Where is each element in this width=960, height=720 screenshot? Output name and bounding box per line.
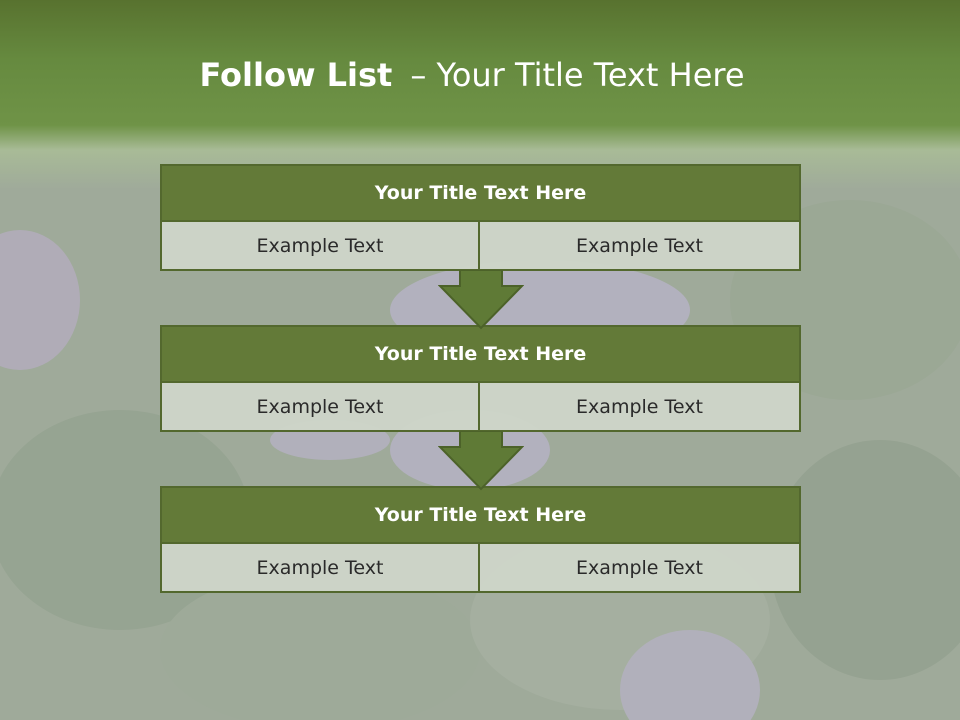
step-cell-right: Example Text [480, 544, 801, 593]
down-arrow-icon [438, 431, 524, 491]
step-title: Your Title Text Here [160, 164, 801, 222]
down-arrow-icon [438, 270, 524, 330]
step-cell-left: Example Text [160, 383, 480, 432]
step-cell-right: Example Text [480, 222, 801, 271]
slide-title: Follow List – Your Title Text Here [0, 55, 944, 95]
title-band [0, 0, 960, 190]
slide-title-bold: Follow List [199, 56, 393, 94]
step-cell-left: Example Text [160, 544, 480, 593]
step-block-1: Your Title Text Here Example Text Exampl… [160, 164, 801, 271]
step-cell-left: Example Text [160, 222, 480, 271]
step-block-3: Your Title Text Here Example Text Exampl… [160, 486, 801, 593]
step-cell-right: Example Text [480, 383, 801, 432]
step-block-2: Your Title Text Here Example Text Exampl… [160, 325, 801, 432]
step-title: Your Title Text Here [160, 486, 801, 544]
slide-title-rest: – Your Title Text Here [410, 56, 745, 94]
step-title: Your Title Text Here [160, 325, 801, 383]
